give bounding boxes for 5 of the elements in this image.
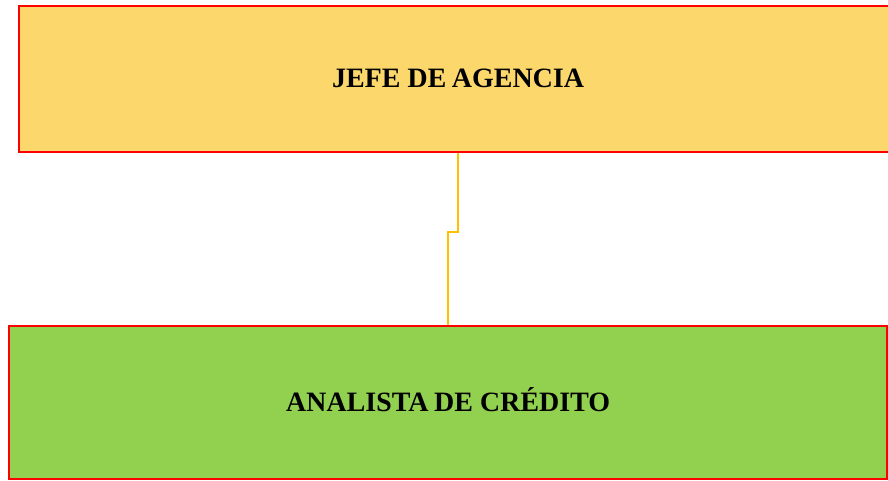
connector-line [447,153,459,325]
role-box [18,5,888,153]
role-box [8,325,888,480]
role-title: JEFE DE AGENCIA [332,62,584,96]
role-title: ANALISTA DE CRÉDITO [286,386,610,420]
